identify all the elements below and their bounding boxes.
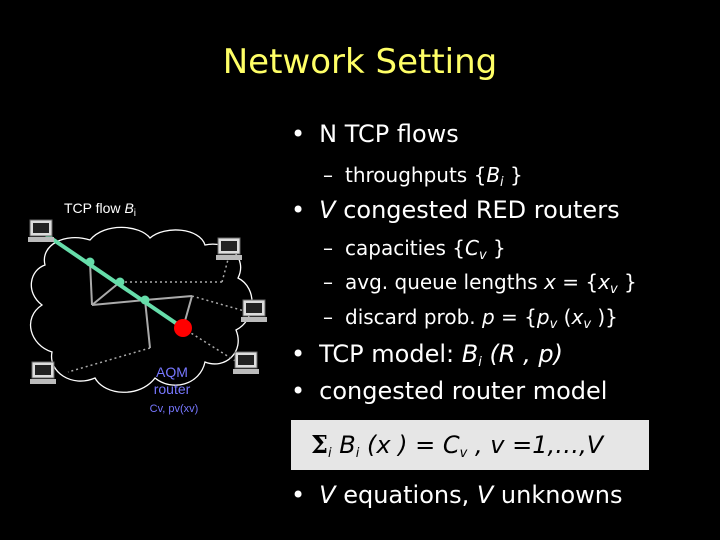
sub-discard-prob: –discard prob. p = {pv (xv )} bbox=[323, 305, 618, 332]
tcp-flow-line bbox=[40, 230, 185, 330]
computer-icon bbox=[216, 237, 242, 260]
aqm-params-label: Cv, pv(xv) bbox=[150, 403, 199, 415]
bullet-tcp-model: •TCP model: Bi (R , p) bbox=[291, 340, 563, 370]
equation-box: Σi Bi (x ) = Cv , v =1,…,V bbox=[291, 420, 649, 470]
slide-title: Network Setting bbox=[222, 42, 498, 82]
network-diagram: TCP flow Bi AQM router Cv, pv(xv) bbox=[28, 200, 267, 415]
computer-icon bbox=[28, 219, 54, 242]
bullet-congested-routers: •V congested RED routers bbox=[291, 196, 620, 224]
tcp-flow-label: TCP flow Bi bbox=[64, 200, 136, 219]
sub-capacities: –capacities {Cv } bbox=[323, 236, 506, 263]
flow-node bbox=[140, 295, 150, 305]
router-label: router bbox=[154, 381, 191, 397]
sub-queue-lengths: –avg. queue lengths x = {xv } bbox=[323, 270, 637, 297]
computer-icon bbox=[241, 299, 267, 322]
sub-throughputs: –throughputs {Bi } bbox=[323, 163, 523, 190]
aqm-label: AQM bbox=[156, 364, 188, 380]
bullet-router-model: •congested router model bbox=[291, 377, 608, 405]
bullet-marker: • bbox=[291, 120, 306, 148]
network-cloud bbox=[30, 226, 253, 393]
flow-node bbox=[85, 257, 95, 267]
flow-node bbox=[115, 277, 125, 287]
computer-icon bbox=[30, 361, 56, 384]
bullet-equations: •V equations, V unknowns bbox=[291, 481, 623, 509]
sigma-symbol: Σ bbox=[311, 430, 328, 459]
network-links bbox=[89, 261, 193, 349]
bullet-n-tcp-flows: •N TCP flows bbox=[291, 120, 459, 148]
computer-icon bbox=[233, 351, 259, 374]
aqm-router-node bbox=[174, 319, 192, 337]
